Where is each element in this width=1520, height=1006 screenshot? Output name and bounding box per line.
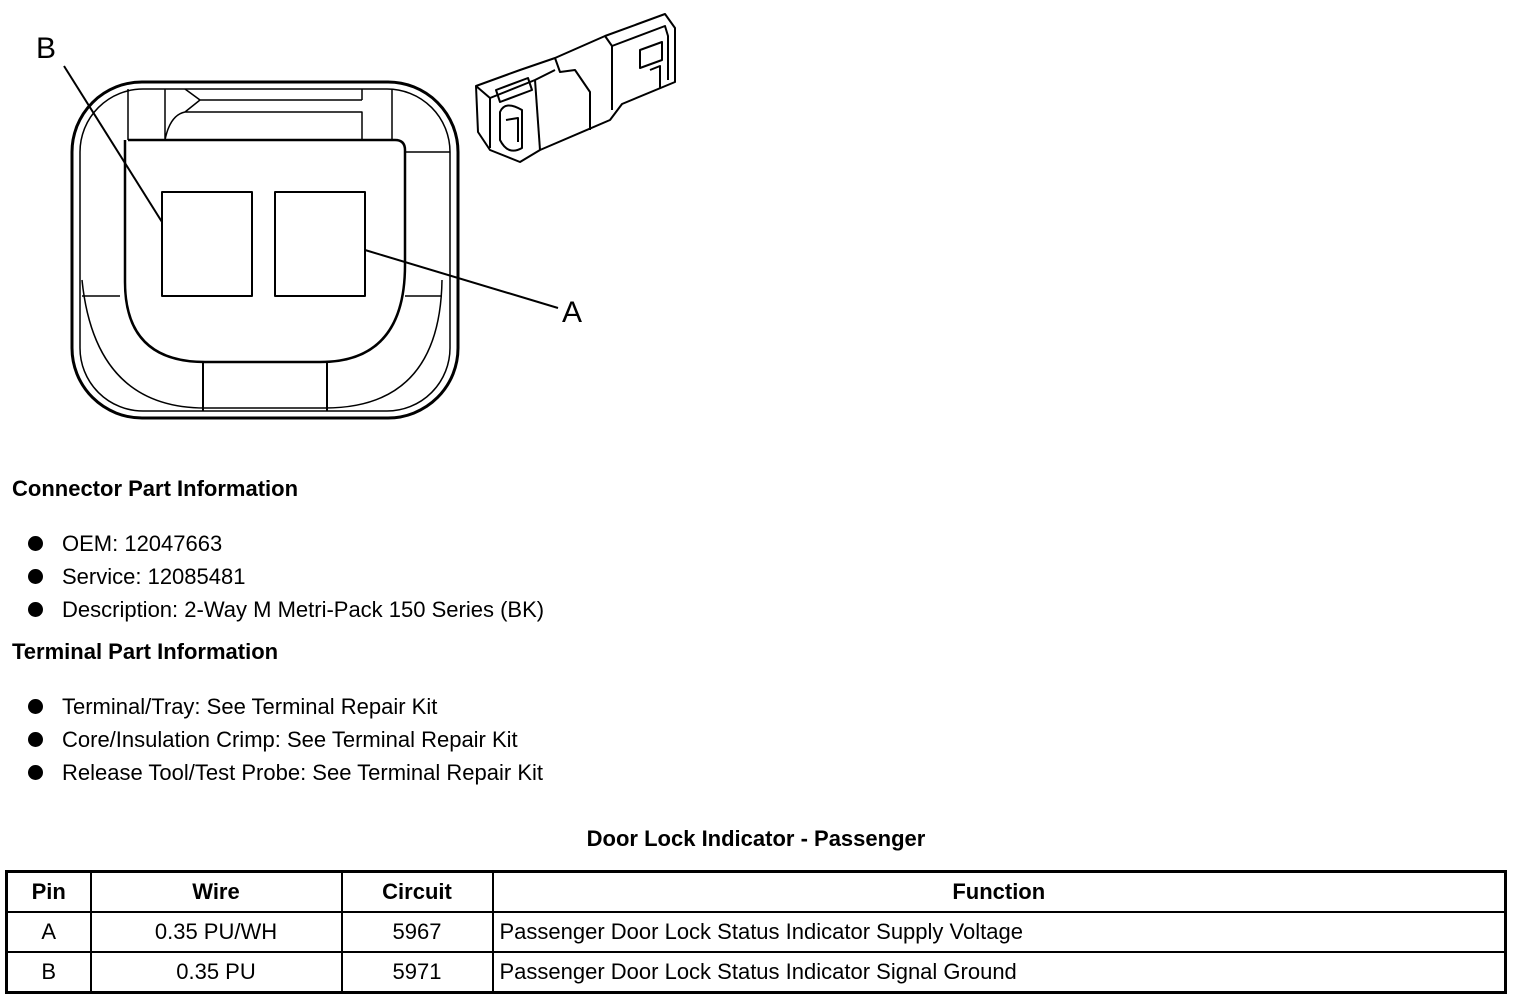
seal-ring bbox=[81, 279, 443, 409]
list-item: Service: 12085481 bbox=[28, 560, 544, 593]
column-header-wire: Wire bbox=[89, 870, 343, 913]
connector-diagram: B A bbox=[36, 13, 676, 420]
cell-pin: B bbox=[5, 951, 92, 994]
lock-tab bbox=[127, 88, 393, 141]
pin-table-title: Door Lock Indicator - Passenger bbox=[586, 826, 926, 851]
list-item-text: Description: 2-Way M Metri-Pack 150 Seri… bbox=[62, 597, 545, 622]
cell-function: Passenger Door Lock Status Indicator Sup… bbox=[491, 911, 1507, 953]
pin-label-a: A bbox=[562, 296, 582, 329]
terminal-cavity bbox=[123, 138, 407, 364]
bullet-icon bbox=[28, 569, 43, 584]
list-item: Terminal/Tray: See Terminal Repair Kit bbox=[28, 690, 543, 723]
bullet-icon bbox=[28, 732, 43, 747]
leader-line-b bbox=[63, 65, 163, 223]
bullet-icon bbox=[28, 699, 43, 714]
terminal-cavity-b bbox=[161, 191, 253, 297]
connector-housing-outer bbox=[70, 80, 460, 420]
cell-function: Passenger Door Lock Status Indicator Sig… bbox=[491, 951, 1507, 994]
bottom-tab bbox=[202, 362, 328, 411]
cell-wire: 0.35 PU bbox=[89, 951, 343, 994]
list-item: Core/Insulation Crimp: See Terminal Repa… bbox=[28, 723, 543, 756]
bullet-icon bbox=[28, 602, 43, 617]
cell-wire: 0.35 PU/WH bbox=[89, 911, 343, 953]
connector-3d-view bbox=[475, 13, 676, 163]
terminal-part-info-list: Terminal/Tray: See Terminal Repair Kit C… bbox=[28, 690, 543, 789]
terminal-part-info-heading: Terminal Part Information bbox=[12, 639, 279, 664]
side-wall-right bbox=[82, 151, 450, 297]
cell-pin: A bbox=[5, 911, 92, 953]
bullet-icon bbox=[28, 536, 43, 551]
table-row: A 0.35 PU/WH 5967 Passenger Door Lock St… bbox=[5, 911, 1507, 953]
pin-table: Pin Wire Circuit Function A 0.35 PU/WH 5… bbox=[5, 870, 1507, 994]
column-header-pin: Pin bbox=[5, 870, 92, 913]
list-item-text: Core/Insulation Crimp: See Terminal Repa… bbox=[62, 727, 518, 752]
pin-label-b: B bbox=[36, 32, 56, 65]
list-item: Description: 2-Way M Metri-Pack 150 Seri… bbox=[28, 593, 544, 626]
bullet-icon bbox=[28, 765, 43, 780]
list-item-text: Service: 12085481 bbox=[62, 564, 246, 589]
connector-part-info-list: OEM: 12047663 Service: 12085481 Descript… bbox=[28, 527, 544, 626]
list-item-text: Release Tool/Test Probe: See Terminal Re… bbox=[62, 760, 543, 785]
cell-circuit: 5967 bbox=[340, 911, 494, 953]
terminal-cavity-a bbox=[274, 191, 366, 297]
column-header-function: Function bbox=[491, 870, 1507, 913]
column-header-circuit: Circuit bbox=[340, 870, 494, 913]
list-item: Release Tool/Test Probe: See Terminal Re… bbox=[28, 756, 543, 789]
leader-line-a bbox=[364, 249, 559, 309]
list-item: OEM: 12047663 bbox=[28, 527, 544, 560]
connector-part-info-heading: Connector Part Information bbox=[12, 476, 299, 501]
cell-circuit: 5971 bbox=[340, 951, 494, 994]
list-item-text: OEM: 12047663 bbox=[62, 531, 223, 556]
list-item-text: Terminal/Tray: See Terminal Repair Kit bbox=[62, 694, 438, 719]
table-row: B 0.35 PU 5971 Passenger Door Lock Statu… bbox=[5, 951, 1507, 994]
connector-housing-inner bbox=[79, 88, 451, 412]
table-header-row: Pin Wire Circuit Function bbox=[5, 870, 1507, 913]
